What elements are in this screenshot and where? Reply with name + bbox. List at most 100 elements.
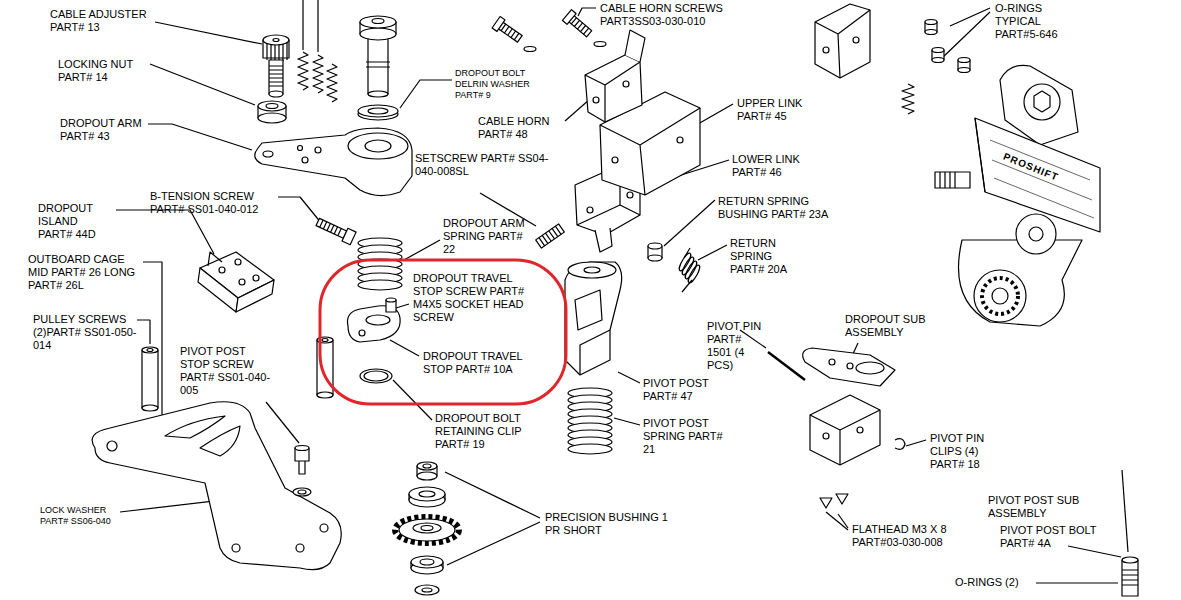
leader-lines (137, 320, 150, 344)
dropout-arm (298, 146, 303, 151)
dropout-island (208, 252, 222, 266)
part-label: DROPOUT BOLT DELRIN WASHER PART# 9 (455, 68, 537, 101)
lower-link (587, 207, 593, 213)
dropout-arm (255, 128, 412, 196)
pivot-post-stop-screw (295, 446, 309, 451)
cable-adjuster (263, 35, 289, 97)
pulley-stack (395, 517, 459, 543)
leader-lines (155, 22, 262, 44)
cable-horn-screws (524, 47, 536, 52)
dropout-sub-assembly (810, 395, 880, 465)
part-label: PIVOT POST BOLT PART# 4A (1000, 524, 1118, 550)
pulley-stack (422, 588, 432, 592)
b-tension-screw (342, 228, 356, 244)
dropout-sub-assembly (823, 433, 829, 439)
leader-lines (664, 200, 715, 246)
assembled-derailleur (1024, 84, 1060, 120)
retaining-clip (360, 369, 392, 383)
part-label: PIVOT PIN PART# 1501 (4 PCS) (707, 320, 763, 372)
retaining-clip (360, 369, 392, 383)
b-tension-screw (320, 220, 342, 236)
part-label: O-RINGS (2) (955, 576, 1045, 589)
pulley-stack (421, 526, 433, 531)
dropout-arm (365, 140, 391, 152)
pivot-post (565, 262, 622, 375)
part-label: CABLE HORN SCREWS PART3SS03-030-010 (600, 2, 732, 28)
leader-lines (942, 8, 990, 58)
b-tension-screw (315, 216, 356, 245)
assembled-derailleur (935, 65, 1100, 326)
leader-lines (698, 245, 727, 260)
pivot-post-stop-screw (293, 488, 311, 496)
pivot-post-bolt (1122, 570, 1138, 585)
cable-horn (585, 30, 645, 122)
leader-lines (826, 512, 848, 530)
pivot-post-spring (568, 444, 612, 454)
o-rings (925, 20, 970, 73)
callout-text: DROPOUT TRAVEL STOP PART# 10A (423, 350, 541, 376)
pivot-post-bolt (1122, 557, 1138, 563)
dropout-island (235, 259, 241, 265)
assembled-derailleur (940, 172, 955, 188)
part-label: LOCK WASHER PART# SS06-040 (40, 505, 118, 527)
leader-lines (906, 440, 926, 446)
cable-horn-screws (501, 24, 519, 40)
locking-nut (258, 101, 286, 111)
cage-plate (92, 402, 341, 570)
leader-lines (578, 8, 596, 16)
cable-adjuster (269, 66, 283, 86)
pivot-post (575, 290, 602, 330)
return-spring (686, 264, 701, 284)
cage-plate (232, 544, 240, 552)
part-label: DROPOUT BOLT RETAINING CLIP PART# 19 (435, 412, 543, 451)
leader-lines (618, 372, 640, 383)
dropout-island (219, 267, 225, 273)
leader-lines (614, 418, 640, 425)
pivot-post (584, 267, 600, 273)
leader-lines (303, 0, 318, 52)
cable-horn-screws (594, 42, 606, 47)
return-spring-bushing (648, 243, 662, 249)
dropout-sub-assembly (895, 439, 905, 450)
pulley-stack (423, 464, 431, 468)
pivot-post-spring (568, 388, 612, 454)
knuckle (815, 10, 870, 78)
dropout-bolt (372, 19, 384, 24)
o-rings (925, 30, 937, 35)
cable-horn-screws (571, 18, 588, 34)
dropout-travel-stop (348, 298, 401, 342)
pulley-stack (395, 462, 459, 595)
dropout-island (253, 275, 259, 281)
lower-link (595, 228, 612, 252)
assembled-derailleur (975, 118, 985, 192)
pulley-stack (415, 585, 439, 595)
lower-link (627, 192, 633, 198)
assembled-derailleur (1029, 227, 1043, 241)
dropout-island (198, 268, 238, 312)
pivot-post-stop-screw (293, 446, 311, 497)
dropout-sub-assembly (836, 494, 848, 504)
locking-nut (266, 104, 278, 109)
pulley-screw (142, 405, 158, 411)
dropout-island (236, 280, 274, 312)
dropout-travel-stop (386, 298, 396, 302)
pivot-post-bolt (1122, 557, 1138, 596)
cable-horn-screws (562, 10, 576, 25)
delrin-washer (358, 105, 398, 120)
pivot-post-bolt (1122, 560, 1138, 596)
dropout-arm (348, 133, 408, 159)
setscrew (536, 224, 565, 248)
dropout-travel-stop (366, 315, 390, 325)
part-label: PRECISION BUSHING 1 PR SHORT (545, 511, 680, 537)
leader-lines (1068, 546, 1121, 557)
brand-name: PROSHIFT (1000, 150, 1063, 185)
cage-plate (107, 441, 117, 451)
part-label: PIVOT POST SPRING PART# 21 (643, 417, 723, 456)
dropout-island (239, 279, 245, 285)
leader-lines (278, 197, 322, 224)
leader-lines (400, 80, 452, 108)
leader-lines (1036, 582, 1118, 583)
leader-lines (404, 240, 440, 260)
b-tension-screw (316, 218, 347, 238)
cable-horn (585, 55, 642, 122)
